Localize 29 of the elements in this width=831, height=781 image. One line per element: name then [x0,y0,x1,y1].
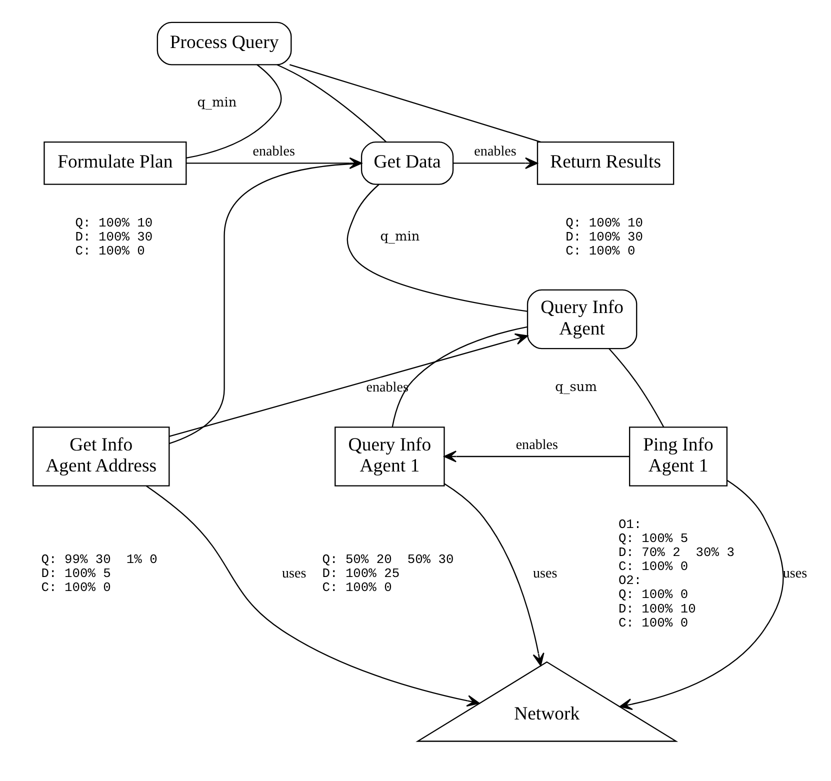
node-label: Q: 100% 0 [618,587,688,602]
node-label: D: 70% 2 30% 3 [618,544,734,560]
node-label: D: 100% 30 [75,229,153,244]
node-label: D: 100% 10 [618,601,696,616]
node-label: Q: 100% 10 [566,215,644,230]
node-label: q_min [380,229,420,244]
node-label: O1: [618,516,642,532]
edge-label: uses [533,565,558,582]
node-label: C: 100% 0 [618,559,688,574]
node-label: Q: 99% 30 1% 0 [41,552,158,567]
node-label: D: 100% 5 [41,566,111,582]
node-label: C: 100% 0 [566,243,636,258]
node-label: q_min [197,96,237,111]
edge-label: enables [252,144,295,160]
node-label: C: 100% 0 [41,580,111,596]
node-label: Q: 100% 5 [618,530,688,546]
edge-label: enables [366,379,408,396]
edge-label: enables [516,436,558,453]
edge-label: enables [474,144,516,160]
node-label: C: 100% 0 [75,243,145,258]
node-label: O2: [618,573,642,588]
node-label: D: 100% 25 [322,566,400,582]
node-label: D: 100% 30 [566,229,644,244]
node-label: Q: 100% 10 [75,215,153,230]
node-label: Q: 50% 20 50% 30 [322,552,454,567]
node-label: C: 100% 0 [322,580,392,596]
node-label: C: 100% 0 [618,615,688,630]
node-label: q_sum [555,380,597,396]
edge-label: uses [282,565,306,582]
